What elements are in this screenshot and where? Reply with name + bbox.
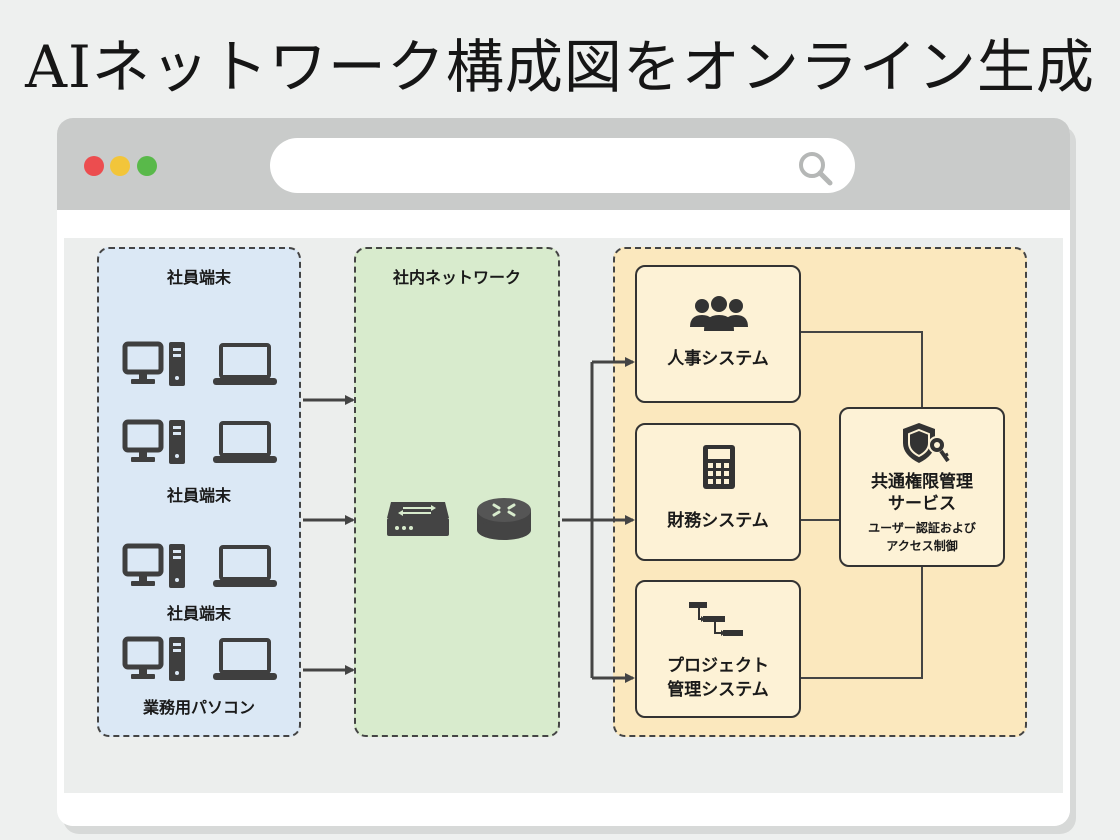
diagram-canvas: 社員端末 社内ネットワーク <box>57 210 1070 826</box>
laptop-icon <box>213 421 277 463</box>
shield-key-icon <box>903 423 950 463</box>
laptop-icon <box>213 638 277 680</box>
employee-terminal-label-2: 社員端末 <box>166 604 231 623</box>
employee-terminal-label-1: 社員端末 <box>166 486 231 505</box>
project-system-label-line2: 管理システム <box>667 680 769 700</box>
service-subtitle: ユーザー認証および アクセス制御 <box>841 519 1003 555</box>
desktop-pc-icon <box>122 341 185 386</box>
laptop-icon <box>213 545 277 587</box>
maximize-window-button[interactable] <box>137 156 157 176</box>
service-title: 共通権限管理 サービス <box>841 471 1003 515</box>
browser-window: 社員端末 社内ネットワーク <box>57 118 1070 826</box>
finance-system-label: 財務システム <box>667 511 769 531</box>
address-search-input[interactable] <box>270 138 855 193</box>
device-row-4 <box>121 635 281 687</box>
device-row-1 <box>121 340 281 392</box>
desktop-pc-icon <box>122 636 185 681</box>
page-title: AIネットワーク構成図をオンライン生成 <box>25 33 1095 101</box>
hr-system-label: 人事システム <box>667 349 769 369</box>
internal-network-group <box>354 247 560 737</box>
service-subtitle-line2: アクセス制御 <box>886 539 958 553</box>
calculator-icon <box>703 445 735 489</box>
gantt-chart-icon <box>689 602 743 636</box>
service-title-line1: 共通権限管理 <box>871 472 973 492</box>
network-group-title: 社内ネットワーク <box>392 268 521 287</box>
employee-group-title: 社員端末 <box>166 268 231 287</box>
service-subtitle-line1: ユーザー認証および <box>868 521 976 535</box>
minimize-window-button[interactable] <box>110 156 130 176</box>
access-management-service-box[interactable]: 共通権限管理 サービス ユーザー認証および アクセス制御 <box>839 407 1005 567</box>
project-system-label-line1: プロジェクト <box>667 656 769 676</box>
laptop-icon <box>213 343 277 385</box>
browser-toolbar <box>57 118 1070 210</box>
project-management-system-box[interactable]: プロジェクト 管理システム <box>635 580 801 718</box>
router-icon <box>477 498 531 540</box>
close-window-button[interactable] <box>84 156 104 176</box>
network-switch-icon <box>387 502 449 536</box>
search-icon[interactable] <box>795 148 835 188</box>
hr-system-box[interactable]: 人事システム <box>635 265 801 403</box>
desktop-pc-icon <box>122 543 185 588</box>
users-group-icon <box>690 296 748 331</box>
finance-system-box[interactable]: 財務システム <box>635 423 801 561</box>
desktop-pc-icon <box>122 419 185 464</box>
device-row-3 <box>121 542 281 594</box>
business-pc-label: 業務用パソコン <box>142 698 255 717</box>
service-title-line2: サービス <box>888 494 956 514</box>
device-row-2 <box>121 418 281 470</box>
